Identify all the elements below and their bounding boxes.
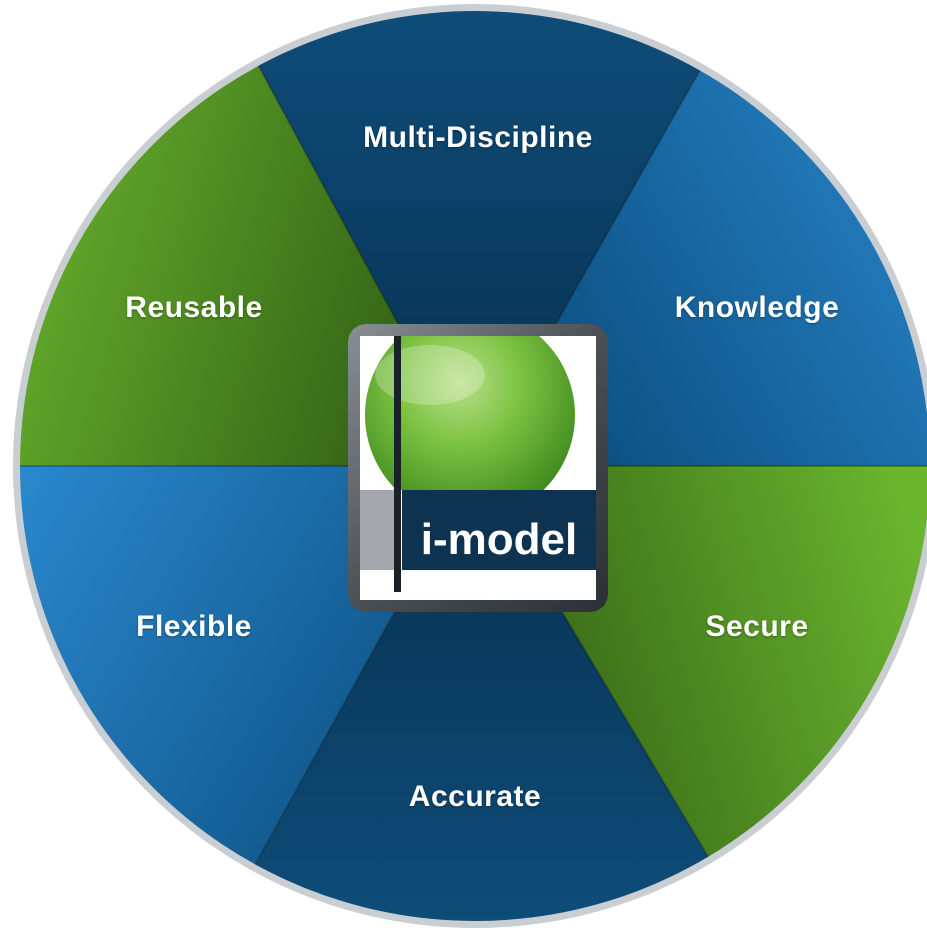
segment-label-reusable: Reusable: [125, 291, 263, 324]
logo-text: i-model: [420, 515, 578, 564]
green-sphere-icon: [365, 336, 575, 490]
segment-label-multi-discipline: Multi-Discipline: [363, 121, 593, 154]
segment-label-accurate: Accurate: [408, 780, 542, 813]
segment-label-secure: Secure: [705, 610, 809, 643]
segment-label-knowledge: Knowledge: [674, 291, 840, 324]
i-model-logo: [348, 324, 608, 612]
segment-accurate: [150, 466, 820, 921]
segment-label-flexible: Flexible: [136, 610, 252, 643]
logo-text-bar: [402, 490, 596, 570]
